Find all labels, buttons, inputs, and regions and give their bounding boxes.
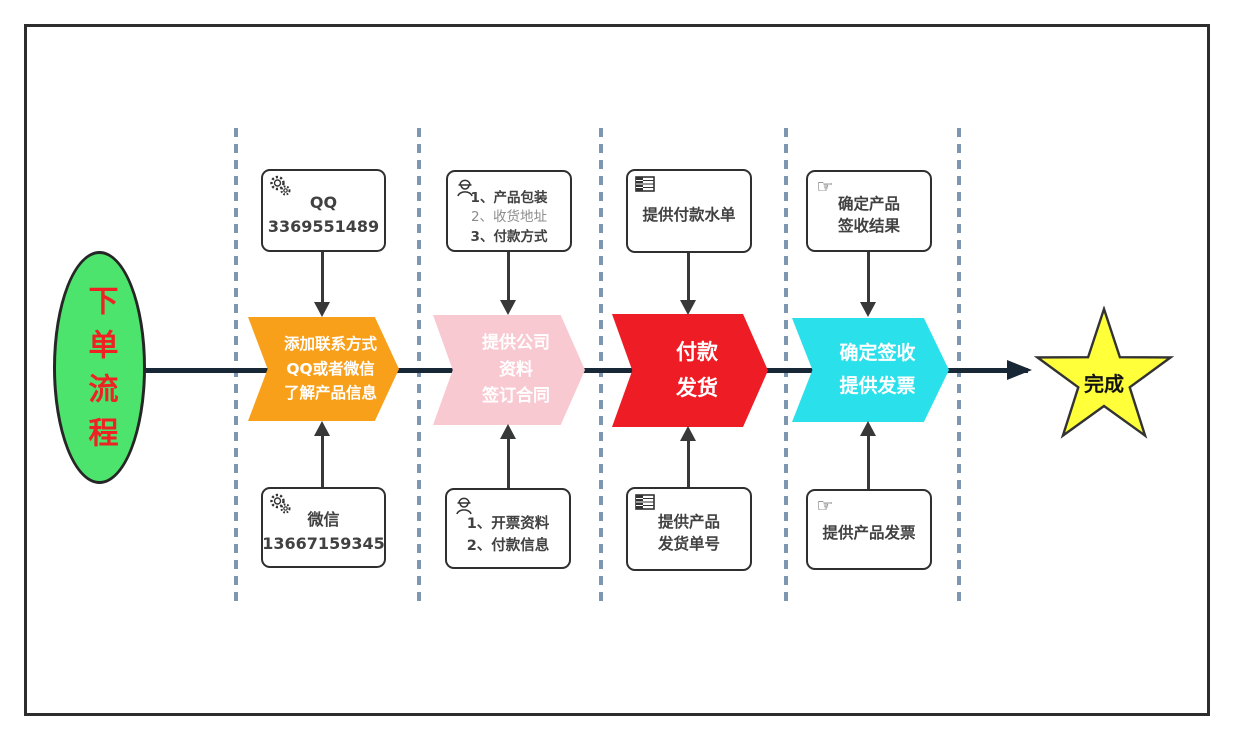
card-line: 13667159345 — [262, 533, 385, 553]
card-line: 1、开票资料 — [466, 516, 550, 533]
step-line: 了解产品信息 — [283, 384, 377, 403]
step-line: 资料 — [499, 359, 533, 380]
connector-line — [321, 252, 324, 304]
step-add-contact: 添加联系方式 QQ或者微信 了解产品信息 — [248, 317, 399, 421]
card-line: 提供产品发票 — [822, 524, 916, 543]
card-package-address-payment: 1、产品包装 2、收货地址 3、付款方式 — [446, 170, 572, 252]
step-line: 发货 — [676, 375, 718, 400]
step-line: 提供公司 — [482, 333, 550, 354]
card-line: 2、收货地址 — [470, 209, 548, 226]
step-line: 确定签收 — [839, 341, 916, 364]
step-line: 付款 — [676, 339, 718, 364]
gears-icon — [269, 493, 291, 515]
table-icon — [634, 175, 656, 197]
card-line: 3、付款方式 — [470, 228, 548, 245]
card-invoice-payment-info: 1、开票资料 2、付款信息 — [445, 488, 571, 569]
connector-line — [867, 252, 870, 304]
flow-arrowhead — [1007, 360, 1032, 380]
step-confirm-invoice: 确定签收 提供发票 — [792, 318, 949, 422]
card-payment-slip: 提供付款水单 — [626, 169, 752, 253]
worker-icon — [453, 494, 475, 516]
card-line: 2、付款信息 — [466, 537, 550, 554]
start-label: 下单流程 — [82, 284, 118, 461]
pointing-hand-icon: ☞ — [816, 176, 834, 198]
connector-arrowhead-down — [500, 300, 516, 315]
step-pay-ship: 付款 发货 — [612, 314, 768, 427]
start-node: 下单流程 — [53, 251, 146, 484]
step-line: QQ或者微信 — [286, 359, 375, 378]
connector-arrowhead-down — [314, 302, 330, 317]
card-line: QQ — [309, 193, 338, 213]
pointing-hand-icon: ☞ — [816, 495, 834, 517]
connector-arrowhead-up — [860, 421, 876, 436]
step-line: 添加联系方式 — [283, 334, 377, 353]
connector-arrowhead-up — [680, 426, 696, 441]
connector-line — [507, 252, 510, 302]
flow-line — [144, 368, 1028, 373]
worker-icon — [454, 176, 476, 198]
card-line: 微信 — [307, 510, 340, 530]
finish-node: 完成 — [1031, 305, 1177, 452]
connector-line — [687, 253, 690, 302]
connector-arrowhead-up — [314, 421, 330, 436]
finish-label: 完成 — [1084, 372, 1124, 396]
table-icon — [634, 493, 656, 515]
connector-arrowhead-down — [860, 302, 876, 317]
card-confirm-receipt-result: ☞ 确定产品 签收结果 — [806, 170, 932, 252]
card-wechat: 微信 13667159345 — [261, 487, 386, 568]
gears-icon — [269, 175, 291, 197]
card-line: 3369551489 — [267, 216, 380, 236]
card-shipping-number: 提供产品 发货单号 — [626, 487, 752, 571]
step-line: 签订合同 — [482, 386, 550, 407]
card-line: 发货单号 — [657, 535, 720, 553]
step-company-info-contract: 提供公司 资料 签订合同 — [433, 315, 585, 425]
connector-arrowhead-down — [680, 300, 696, 315]
connector-line — [687, 439, 690, 487]
card-line: 确定产品 — [837, 194, 900, 213]
card-line: 提供付款水单 — [642, 205, 736, 224]
card-line: 1、产品包装 — [470, 189, 548, 206]
connector-line — [321, 434, 324, 487]
card-line: 提供产品 — [657, 512, 720, 531]
star-icon — [1033, 305, 1175, 439]
connector-line — [507, 437, 510, 488]
card-line: 签收结果 — [837, 217, 900, 235]
card-qq: QQ 3369551489 — [261, 169, 386, 252]
step-line: 提供发票 — [839, 375, 916, 397]
card-product-invoice: ☞ 提供产品发票 — [806, 489, 932, 570]
connector-line — [867, 434, 870, 489]
connector-arrowhead-up — [500, 424, 516, 439]
